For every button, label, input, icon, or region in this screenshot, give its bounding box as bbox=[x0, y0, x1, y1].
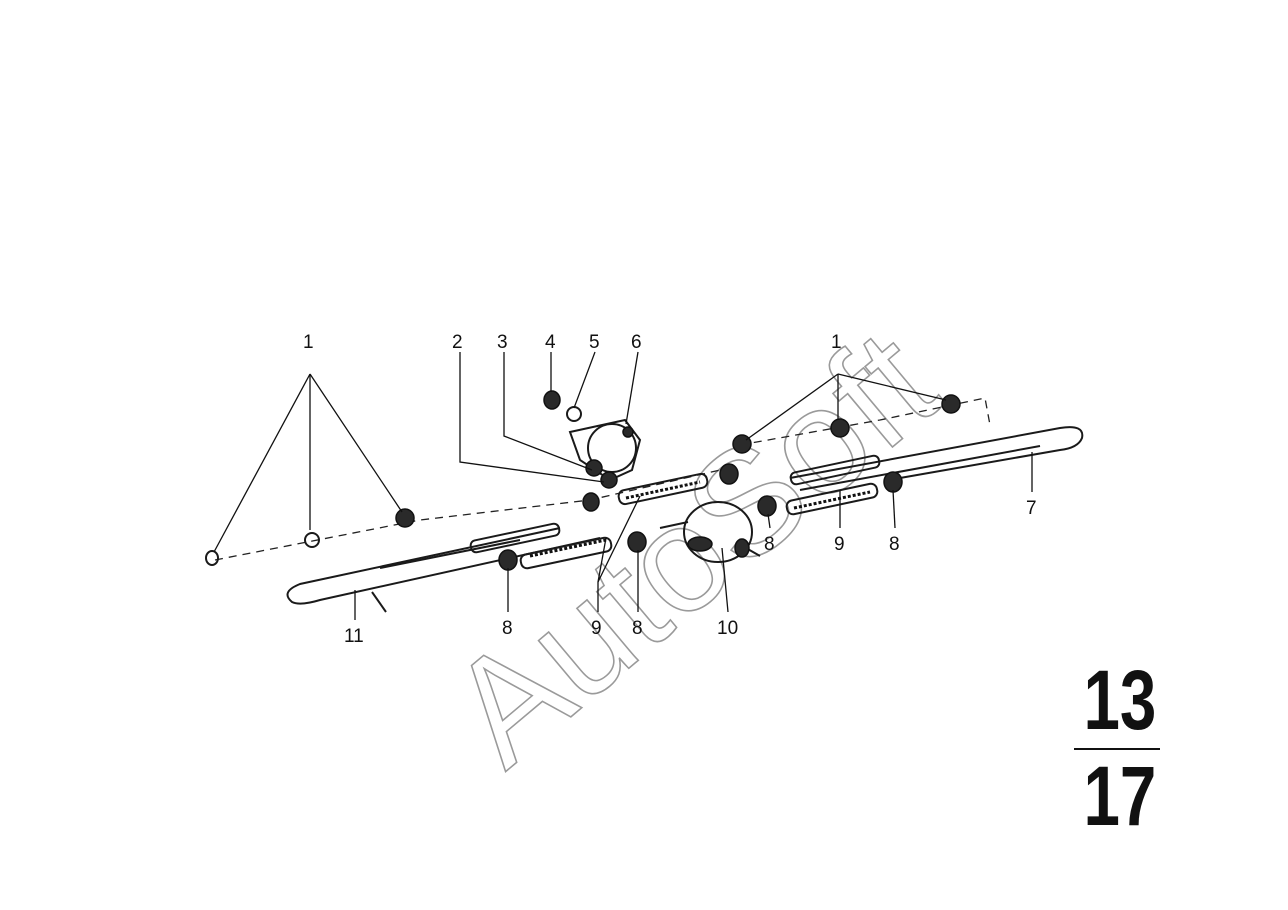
callout-11: 11 bbox=[344, 626, 364, 647]
callout-1-left: 1 bbox=[303, 332, 314, 353]
fuel-filter bbox=[659, 501, 761, 563]
assembly-line-right bbox=[739, 397, 991, 446]
assembly-line-left bbox=[214, 469, 721, 561]
callout-8-d: 8 bbox=[632, 618, 643, 639]
callout-8-b: 8 bbox=[889, 534, 900, 555]
hose-left bbox=[519, 536, 613, 570]
pipe-bracket bbox=[371, 591, 387, 613]
hose-upper-right bbox=[789, 454, 881, 486]
callout-9-b: 9 bbox=[591, 618, 602, 639]
group-number: 13 17 bbox=[1074, 653, 1160, 843]
group-number-bottom: 17 bbox=[1083, 749, 1157, 843]
callout-9-a: 9 bbox=[834, 534, 845, 555]
fuel-pipe-right bbox=[789, 426, 1084, 479]
callout-4: 4 bbox=[545, 332, 556, 353]
group-number-top: 13 bbox=[1083, 653, 1157, 747]
leader-lines bbox=[213, 351, 1033, 620]
callout-3: 3 bbox=[497, 332, 508, 353]
hose-center bbox=[617, 472, 709, 506]
callout-2: 2 bbox=[452, 332, 463, 353]
hose-clamps bbox=[205, 390, 961, 571]
group-number-divider bbox=[1074, 748, 1160, 750]
callout-7: 7 bbox=[1026, 498, 1037, 519]
callout-8-a: 8 bbox=[764, 534, 775, 555]
fuel-pipe-right-inner bbox=[799, 445, 1041, 491]
callout-6: 6 bbox=[631, 332, 642, 353]
fuel-pipe-left-inner bbox=[379, 539, 521, 569]
hose-right bbox=[785, 482, 879, 516]
callout-5: 5 bbox=[589, 332, 600, 353]
fuel-pipe-left bbox=[286, 527, 601, 605]
filter-bracket bbox=[568, 418, 642, 482]
callout-10: 10 bbox=[717, 618, 738, 639]
callout-8-c: 8 bbox=[502, 618, 513, 639]
hose-upper-left bbox=[469, 522, 561, 554]
callout-1-right: 1 bbox=[831, 332, 842, 353]
